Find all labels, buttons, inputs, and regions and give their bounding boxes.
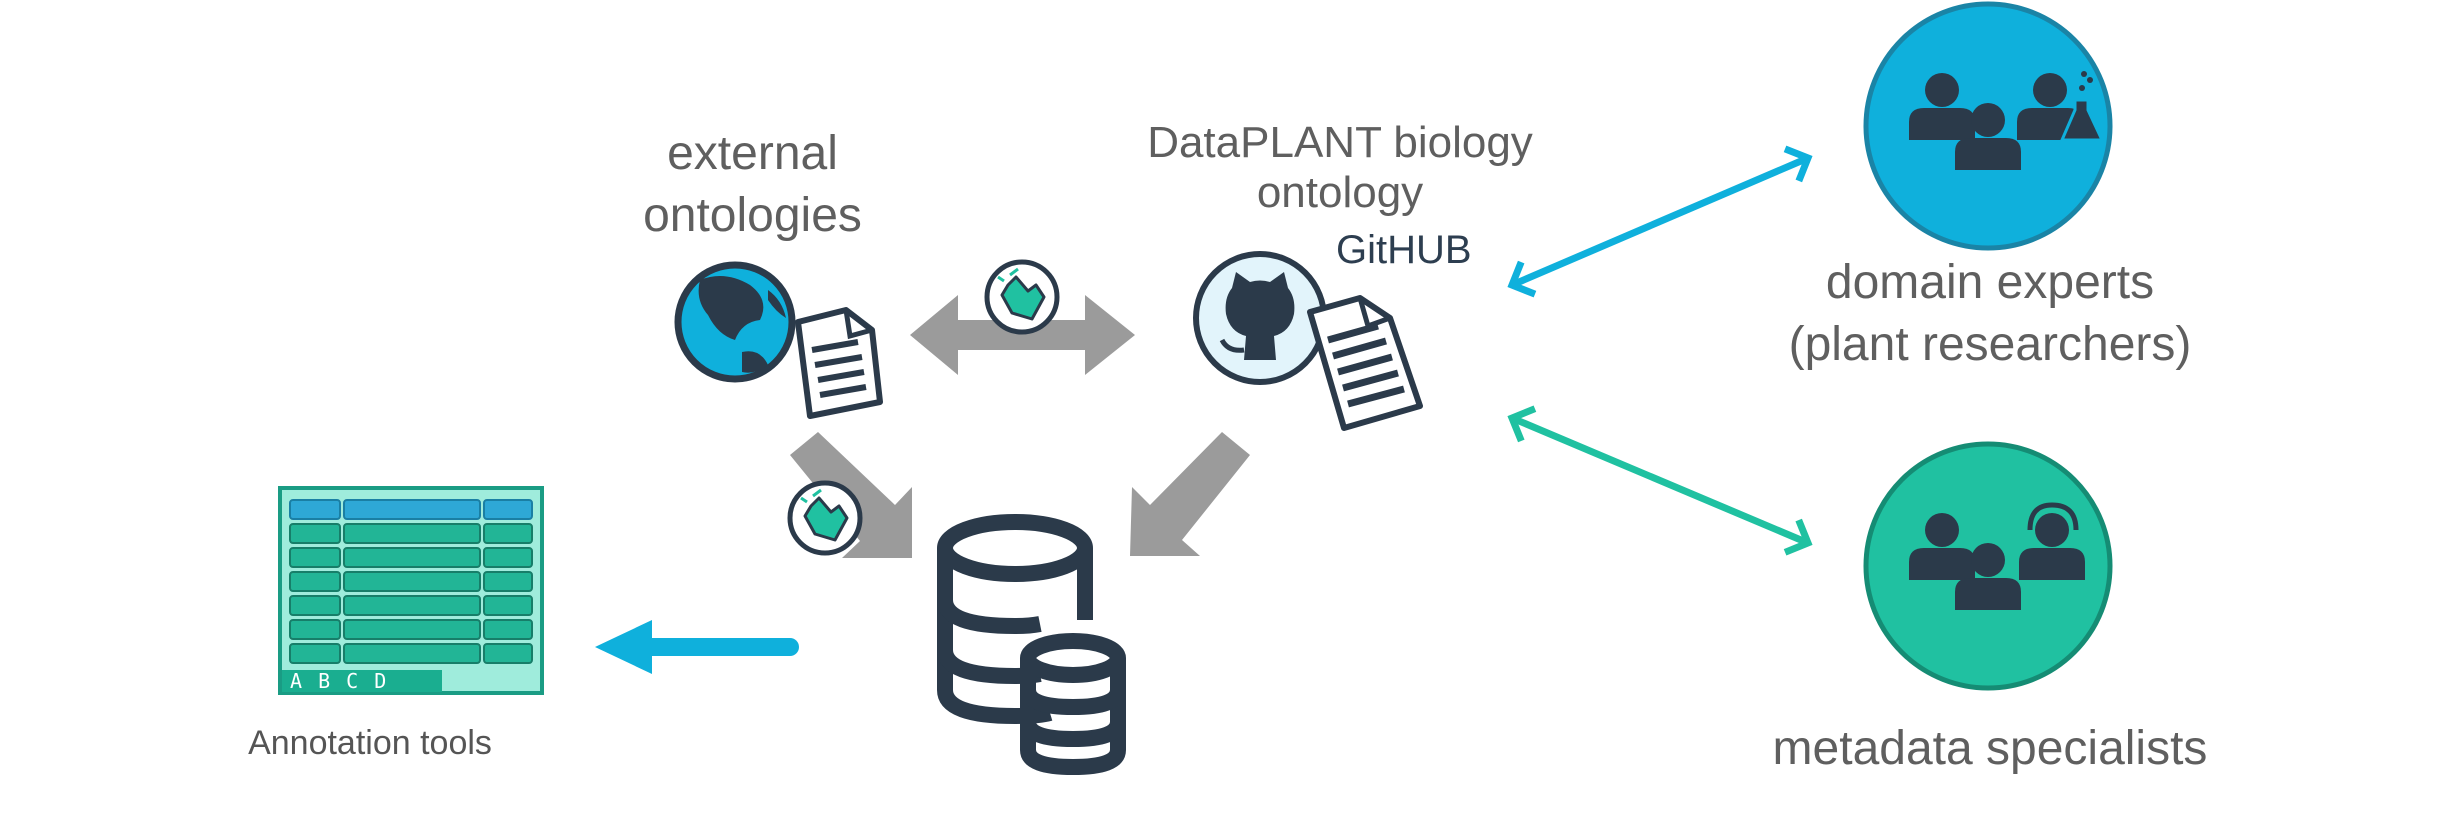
spreadsheet-cell (483, 643, 533, 664)
experts-double-arrow (1507, 145, 1813, 298)
spreadsheet-cell (483, 523, 533, 544)
external-ontologies-line-2: ontologies (643, 189, 862, 242)
sync-double-arrow (910, 295, 1135, 375)
specialists-group-icon (1863, 441, 2113, 691)
spreadsheet-cell (483, 547, 533, 568)
external-document-icon (795, 307, 883, 419)
domain-experts-label: domain experts (plant researchers) (1740, 252, 2240, 376)
domain-experts-line-2: (plant researchers) (1788, 318, 2192, 371)
external-ontologies-label: external ontologies (620, 123, 885, 247)
annotation-tools-label: Annotation tools (248, 724, 492, 762)
spreadsheet-column-letters: A B C D (290, 669, 389, 693)
spreadsheet-cell (289, 643, 341, 664)
dataplant-ontology-label: DataPLANT biology ontology (1130, 118, 1550, 218)
spreadsheet-cell (343, 619, 481, 640)
spreadsheet-rows (289, 523, 533, 664)
spreadsheet-cell (343, 643, 481, 664)
domain-experts-line-1: domain experts (1825, 256, 2155, 309)
spreadsheet-cell (289, 547, 341, 568)
spreadsheet-cell (343, 547, 481, 568)
sync-hand-icon (987, 262, 1057, 332)
spreadsheet-column-header (282, 670, 442, 692)
external-ontologies-line-1: external (667, 127, 838, 180)
globe-icon (674, 261, 796, 383)
dataplant-ontology-line-1: DataPLANT biology (1147, 118, 1533, 167)
merge-hand-icon (790, 483, 860, 553)
database-icon (937, 514, 1126, 776)
spreadsheet-cell (483, 571, 533, 592)
spreadsheet-cell (289, 595, 341, 616)
spreadsheet-cell (289, 619, 341, 640)
spreadsheet-cell (343, 595, 481, 616)
spreadsheet-cell (343, 571, 481, 592)
spreadsheet-cell (483, 595, 533, 616)
spreadsheet-cell (343, 523, 481, 544)
researchers-group-icon (1863, 1, 2113, 251)
spreadsheet-cell (289, 571, 341, 592)
to-annotation-tools-arrow (595, 620, 799, 674)
github-octocat-icon (1193, 251, 1327, 385)
specialists-double-arrow (1507, 405, 1813, 556)
metadata-specialists-label: metadata specialists (1772, 722, 2208, 775)
github-label: GitHUB (1336, 228, 1472, 272)
dataplant-ontology-line-2: ontology (1256, 168, 1424, 217)
dataplant-document-icon (1307, 295, 1423, 431)
dataplant-to-db-arrow (1130, 432, 1250, 556)
spreadsheet-cell (483, 619, 533, 640)
spreadsheet-cell (289, 523, 341, 544)
